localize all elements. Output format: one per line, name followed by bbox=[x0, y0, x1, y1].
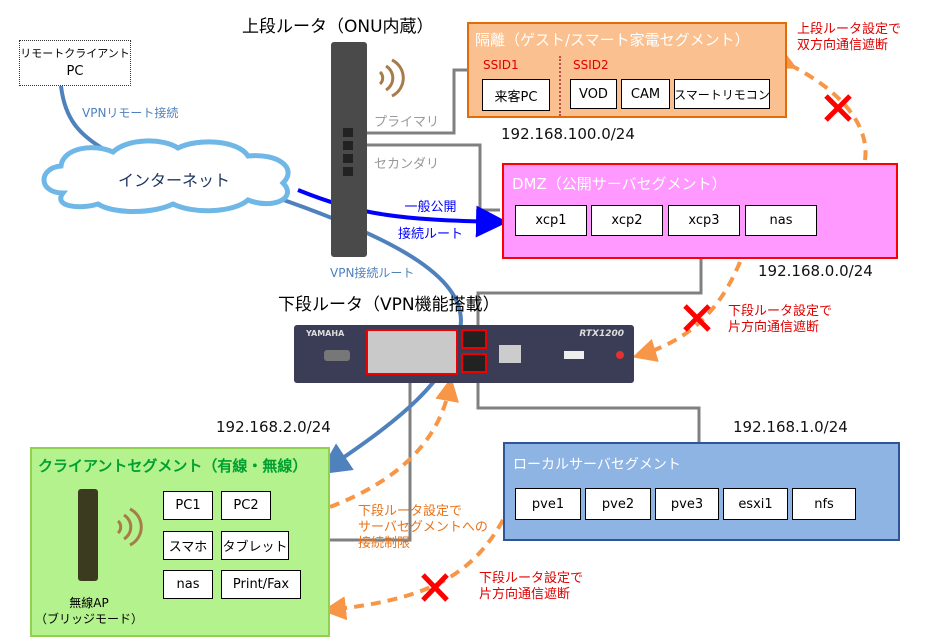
node-smartphone: スマホ bbox=[163, 531, 213, 560]
local-note: 下段ルータ設定で 片方向通信遮断 bbox=[479, 571, 583, 603]
deny-x-icon bbox=[421, 573, 449, 602]
isolated-segment: 隔離（ゲスト/スマート家電セグメント） SSID1 SSID2 来客PC VOD… bbox=[467, 22, 787, 118]
port-icon bbox=[343, 154, 353, 163]
deny-x-icon bbox=[824, 94, 852, 122]
node-guest-pc: 来客PC bbox=[482, 79, 550, 111]
local-network: 192.168.1.0/24 bbox=[733, 418, 848, 436]
wan-port-upper bbox=[461, 329, 487, 349]
client-segment-title: クライアントセグメント（有線・無線） bbox=[38, 457, 308, 475]
dashed-isolated-dmz bbox=[770, 47, 868, 161]
lan-switch-ports bbox=[366, 329, 458, 375]
lower-router-device: YAMAHA RTX1200 bbox=[294, 325, 634, 383]
node-nfs: nfs bbox=[792, 488, 856, 520]
dmz-network: 192.168.0.0/24 bbox=[758, 262, 873, 280]
client-segment: クライアントセグメント（有線・無線） 無線AP （ブリッジモード） PC1 PC… bbox=[30, 447, 330, 637]
dashed-client-lower bbox=[329, 377, 459, 509]
console-port-icon bbox=[324, 350, 350, 361]
node-xcp1: xcp1 bbox=[515, 205, 587, 236]
port-icon bbox=[343, 167, 353, 176]
note-line: 下段ルータ設定で bbox=[728, 304, 833, 319]
isolated-segment-title: 隔離（ゲスト/スマート家電セグメント） bbox=[475, 31, 750, 49]
node-pc2: PC2 bbox=[221, 491, 271, 520]
ap-label-line: （ブリッジモード） bbox=[34, 612, 143, 626]
client-network: 192.168.2.0/24 bbox=[216, 418, 331, 436]
download-button-icon bbox=[616, 351, 624, 359]
node-pve3: pve3 bbox=[655, 488, 719, 520]
node-esxi1: esxi1 bbox=[723, 488, 788, 520]
wan-port-lower bbox=[461, 353, 487, 373]
local-server-segment: ローカルサーバセグメント pve1 pve2 pve3 esxi1 nfs bbox=[503, 442, 900, 541]
note-line: 上段ルータ設定で bbox=[797, 22, 902, 37]
node-xcp3: xcp3 bbox=[668, 205, 740, 236]
remote-client-label: リモートクライアント bbox=[20, 47, 130, 60]
ssid1-label: SSID1 bbox=[483, 58, 519, 72]
dmz-note: 下段ルータ設定で 片方向通信遮断 bbox=[728, 304, 832, 336]
node-xcp2: xcp2 bbox=[591, 205, 663, 236]
upper-router-device bbox=[331, 42, 367, 257]
primary-label: プライマリ bbox=[374, 115, 440, 130]
node-nas: nas bbox=[163, 570, 213, 599]
node-smart-remote: スマートリモコン bbox=[674, 79, 770, 109]
isolated-network: 192.168.100.0/24 bbox=[501, 125, 635, 143]
remote-client-pc: PC bbox=[66, 64, 84, 79]
client-note: 下段ルータ設定で サーバセグメントへの 接続制限 bbox=[358, 504, 488, 552]
node-tablet: タブレット bbox=[221, 531, 289, 560]
wireless-ap-device bbox=[78, 489, 98, 581]
ap-label-line: 無線AP bbox=[69, 596, 109, 610]
node-print-fax: Print/Fax bbox=[221, 570, 301, 599]
note-line: 接続制限 bbox=[358, 536, 411, 551]
remote-client-box: リモートクライアント PC bbox=[19, 40, 131, 86]
port-icon bbox=[343, 141, 353, 150]
wire-dmz-lower bbox=[476, 258, 703, 327]
wire-local-lower bbox=[476, 370, 701, 444]
dmz-segment: DMZ（公開サーバセグメント） xcp1 xcp2 xcp3 nas bbox=[502, 163, 898, 259]
node-pc1: PC1 bbox=[163, 491, 213, 520]
isdn-port-icon bbox=[499, 345, 521, 363]
vpn-route-label: VPN接続ルート bbox=[330, 266, 415, 280]
public-route-line1: 一般公開 bbox=[404, 200, 457, 215]
note-line: 下段ルータ設定で bbox=[479, 571, 584, 586]
usb-port-icon bbox=[564, 351, 584, 359]
node-vod: VOD bbox=[570, 79, 617, 109]
local-server-segment-title: ローカルサーバセグメント bbox=[513, 457, 681, 473]
internet-cloud-icon bbox=[41, 138, 291, 214]
node-cam: CAM bbox=[621, 79, 670, 109]
node-pve2: pve2 bbox=[585, 488, 651, 520]
vpn-remote-label: VPNリモート接続 bbox=[82, 106, 179, 120]
dmz-segment-title: DMZ（公開サーバセグメント） bbox=[512, 175, 727, 193]
note-line: サーバセグメントへの bbox=[358, 520, 488, 535]
deny-x-icon bbox=[683, 304, 711, 332]
upper-router-title: 上段ルータ（ONU内蔵） bbox=[242, 17, 434, 37]
wifi-signal-icon bbox=[378, 58, 405, 98]
ssid-divider bbox=[559, 56, 561, 116]
wifi-signal-icon bbox=[116, 507, 143, 547]
ap-label: 無線AP （ブリッジモード） bbox=[34, 595, 144, 627]
brand-label: YAMAHA bbox=[306, 329, 345, 338]
public-route-label: 一般公開 接続ルート bbox=[398, 194, 463, 248]
public-route-line bbox=[297, 188, 508, 238]
note-line: 片方向通信遮断 bbox=[728, 320, 820, 335]
public-route-line2: 接続ルート bbox=[398, 227, 464, 242]
ssid2-label: SSID2 bbox=[573, 58, 609, 72]
wire-primary bbox=[356, 68, 470, 135]
note-line: 片方向通信遮断 bbox=[479, 587, 571, 602]
note-line: 双方向通信遮断 bbox=[797, 38, 889, 53]
internet-label: インターネット bbox=[118, 171, 231, 190]
node-pve1: pve1 bbox=[515, 488, 581, 520]
secondary-label: セカンダリ bbox=[374, 157, 440, 172]
port-icon bbox=[343, 128, 353, 137]
model-label: RTX1200 bbox=[579, 329, 624, 339]
note-line: 下段ルータ設定で bbox=[358, 504, 463, 519]
wire-client-lower bbox=[330, 373, 412, 542]
isolated-note: 上段ルータ設定で 双方向通信遮断 bbox=[797, 22, 901, 54]
lower-router-title: 下段ルータ（VPN機能搭載） bbox=[278, 295, 500, 315]
node-nas: nas bbox=[745, 205, 817, 236]
